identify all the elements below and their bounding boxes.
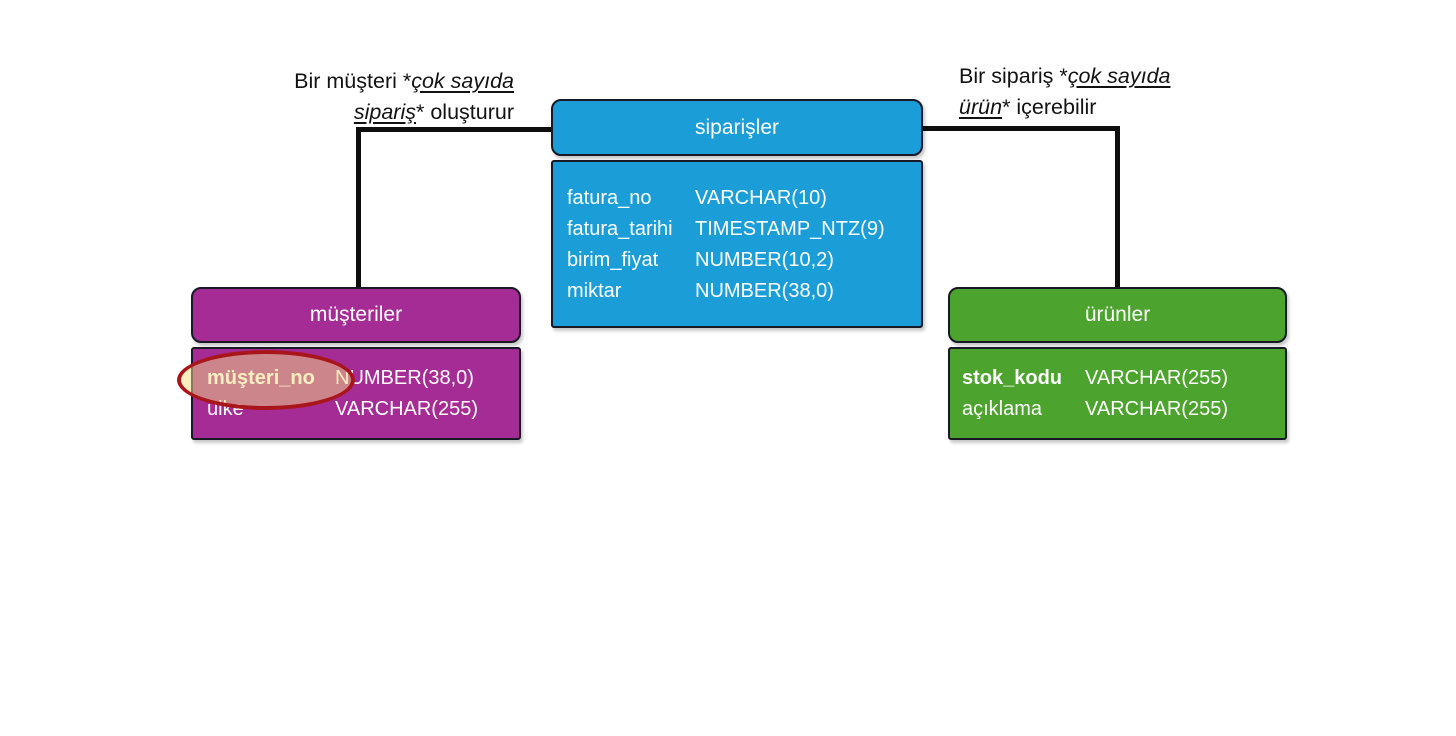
connector-musteriler-siparisler-horizontal	[356, 127, 553, 132]
field-row: müşteri_no NUMBER(38,0)	[193, 363, 519, 394]
annotation-order-products: Bir sipariş *çok sayıda ürün* içerebilir	[959, 61, 1171, 123]
table-body-urunler: stok_kodu VARCHAR(255) açıklama VARCHAR(…	[948, 347, 1287, 440]
table-header-musteriler: müşteriler	[191, 287, 521, 343]
field-type: NUMBER(38,0)	[335, 367, 474, 389]
field-row: birim_fiyat NUMBER(10,2)	[553, 245, 921, 276]
connector-musteriler-siparisler-vertical	[356, 127, 361, 289]
field-row: fatura_tarihi TIMESTAMP_NTZ(9)	[553, 214, 921, 245]
field-type: NUMBER(10,2)	[695, 249, 834, 271]
field-type: VARCHAR(255)	[1085, 398, 1228, 420]
field-row: fatura_no VARCHAR(10)	[553, 183, 921, 214]
annotation-line: ürün* içerebilir	[959, 95, 1097, 119]
field-row: ülke VARCHAR(255)	[193, 394, 519, 425]
field-name: miktar	[567, 280, 622, 302]
annotation-line: sipariş* oluşturur	[353, 100, 514, 124]
table-urunler: ürünler stok_kodu VARCHAR(255) açıklama …	[948, 287, 1287, 440]
field-type: TIMESTAMP_NTZ(9)	[695, 218, 885, 240]
table-header-siparisler: siparişler	[551, 99, 923, 156]
field-name: müşteri_no	[207, 367, 315, 389]
field-name: fatura_tarihi	[567, 218, 673, 240]
field-row: stok_kodu VARCHAR(255)	[950, 363, 1285, 394]
field-type: VARCHAR(255)	[1085, 367, 1228, 389]
field-row: miktar NUMBER(38,0)	[553, 276, 921, 307]
field-name: birim_fiyat	[567, 249, 659, 271]
field-name: stok_kodu	[962, 367, 1063, 389]
table-title: müşteriler	[309, 303, 403, 326]
field-name: ülke	[207, 398, 244, 420]
field-name: açıklama	[962, 398, 1043, 420]
field-type: NUMBER(38,0)	[695, 280, 834, 302]
table-header-urunler: ürünler	[948, 287, 1287, 343]
field-type: VARCHAR(10)	[695, 187, 827, 209]
table-title: siparişler	[694, 116, 780, 139]
field-row: açıklama VARCHAR(255)	[950, 394, 1285, 425]
connector-siparisler-urunler-vertical	[1115, 126, 1120, 289]
annotation-customer-orders: Bir müşteri *çok sayıda sipariş* oluştur…	[294, 66, 514, 128]
field-type: VARCHAR(255)	[335, 398, 478, 420]
table-body-musteriler: müşteri_no NUMBER(38,0) ülke VARCHAR(255…	[191, 347, 521, 440]
table-body-siparisler: fatura_no VARCHAR(10) fatura_tarihi TIME…	[551, 160, 923, 328]
field-name: fatura_no	[567, 187, 652, 209]
table-musteriler: müşteriler müşteri_no NUMBER(38,0) ülke …	[191, 287, 521, 440]
table-siparisler: siparişler fatura_no VARCHAR(10) fatura_…	[551, 99, 923, 328]
connector-siparisler-urunler-horizontal	[920, 126, 1119, 131]
annotation-line: Bir sipariş *çok sayıda	[959, 64, 1171, 88]
annotation-line: Bir müşteri *çok sayıda	[294, 69, 514, 93]
table-title: ürünler	[1084, 303, 1151, 326]
